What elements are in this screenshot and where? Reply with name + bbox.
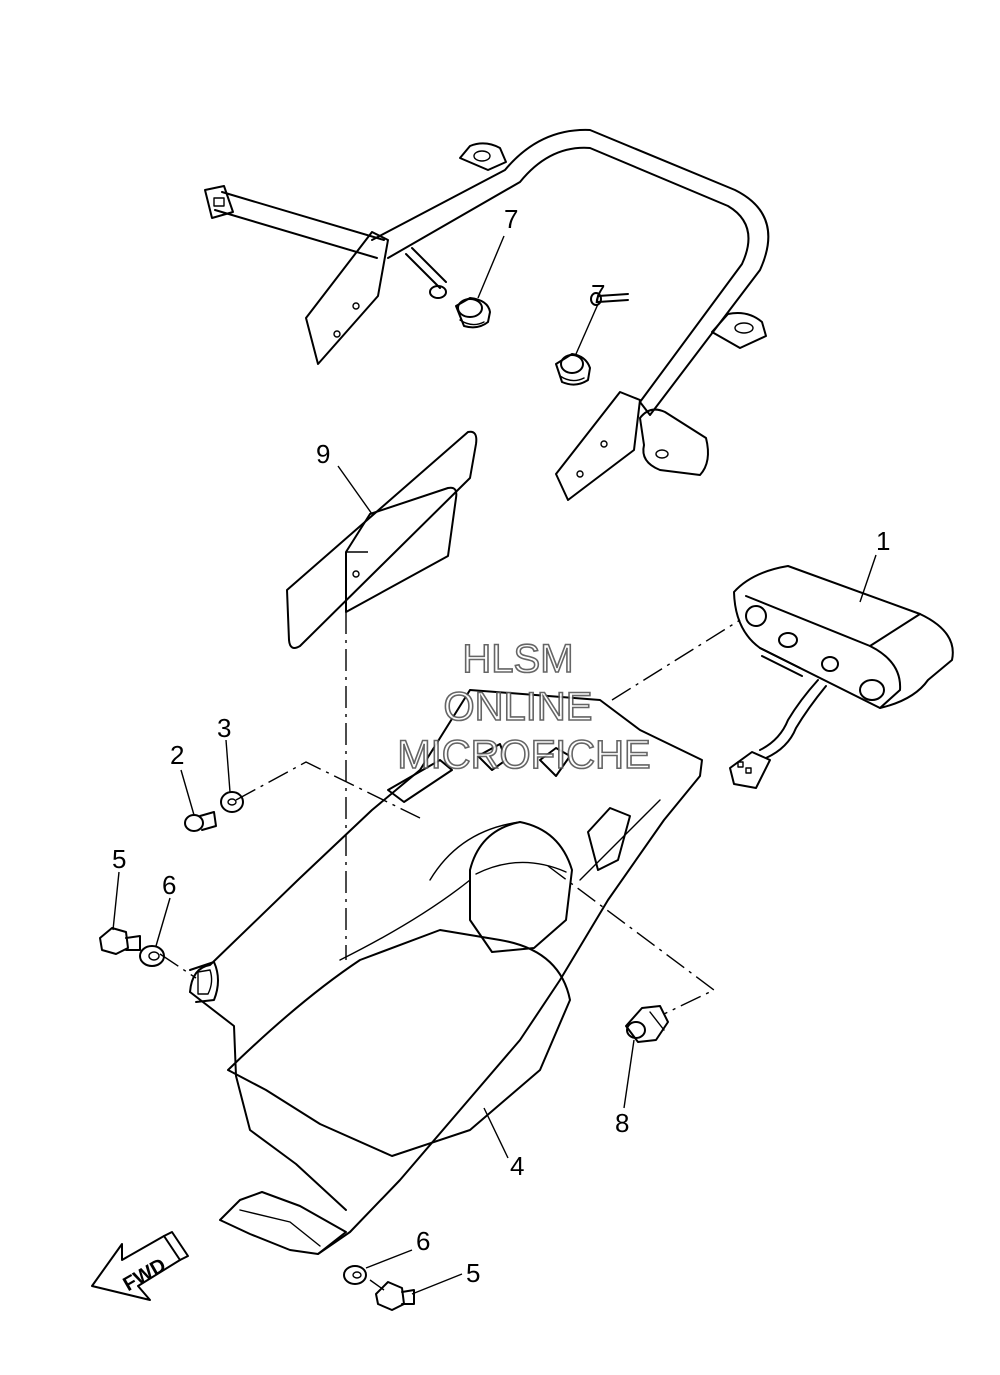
watermark-line-2: ONLINE — [444, 685, 593, 729]
damper-icon — [455, 297, 491, 329]
callout-5: 5 — [466, 1258, 480, 1288]
watermark-line-1: HLSM — [462, 637, 573, 681]
rear-fender-icon — [189, 689, 703, 1255]
forward-direction-arrow: FWD — [91, 1231, 189, 1301]
watermark-line-3: MICROFICHE — [397, 733, 650, 777]
callout-8: 8 — [615, 1108, 629, 1138]
callout-9: 9 — [316, 439, 330, 469]
bolt-icon — [375, 1281, 415, 1311]
callout-6: 6 — [416, 1226, 430, 1256]
callout-7: 7 — [591, 279, 605, 309]
callout-1: 1 — [876, 526, 890, 556]
stud-pin-icon — [405, 247, 447, 299]
stud-pin-icon — [590, 292, 629, 306]
tail-light-icon — [729, 565, 954, 789]
callout-4: 4 — [510, 1151, 524, 1181]
label-icon — [286, 430, 478, 649]
damper-icon — [555, 353, 591, 386]
callout-7: 7 — [504, 204, 518, 234]
watermark: HLSM ONLINE MICROFICHE — [397, 636, 652, 778]
clip-icon — [625, 1005, 669, 1043]
washer-icon — [220, 791, 244, 813]
bolt-icon — [99, 927, 141, 955]
callout-3: 3 — [217, 713, 231, 743]
callout-6: 6 — [162, 870, 176, 900]
callout-5: 5 — [112, 844, 126, 874]
callout-2: 2 — [170, 740, 184, 770]
screw-icon — [184, 811, 217, 832]
collar-icon — [343, 1265, 367, 1285]
grab-bar-icon — [204, 128, 770, 501]
collar-icon — [139, 945, 165, 967]
